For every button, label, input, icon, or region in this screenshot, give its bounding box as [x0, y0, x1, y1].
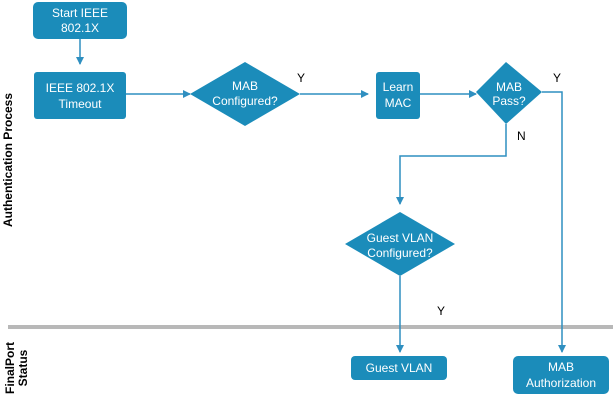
edge-label-mab-configured-yes: Y	[297, 71, 305, 85]
edge-label-guest-vlan-yes: Y	[437, 304, 445, 318]
svg-text:MAB: MAB	[232, 79, 258, 93]
svg-text:MAC: MAC	[385, 96, 412, 110]
edge-mab-pass-yes-to-authorization	[542, 91, 566, 353]
svg-text:Timeout: Timeout	[59, 97, 103, 111]
edge-label-mab-pass-yes: Y	[553, 71, 561, 85]
mab-authorization-node: MAB Authorization	[513, 356, 609, 394]
svg-text:Authorization: Authorization	[526, 376, 596, 390]
guest-vlan-configured-decision: Guest VLAN Configured?	[345, 212, 455, 276]
svg-text:Guest VLAN: Guest VLAN	[366, 361, 433, 375]
timeout-node: IEEE 802.1X Timeout	[34, 72, 126, 119]
edge-label-mab-pass-no: N	[517, 129, 526, 143]
svg-text:Learn: Learn	[383, 80, 414, 94]
svg-text:MAB: MAB	[496, 80, 522, 94]
svg-text:MAB: MAB	[548, 360, 574, 374]
svg-text:Configured?: Configured?	[367, 246, 433, 260]
start-node: Start IEEE 802.1X	[33, 2, 127, 39]
learn-mac-node: Learn MAC	[376, 72, 420, 119]
guest-vlan-node: Guest VLAN	[351, 356, 447, 380]
lane-divider	[8, 325, 613, 329]
mab-pass-decision: MAB Pass?	[476, 62, 542, 124]
svg-text:Pass?: Pass?	[492, 94, 526, 108]
svg-text:IEEE 802.1X: IEEE 802.1X	[46, 81, 115, 95]
lane-label-authentication: Authentication Process	[1, 93, 15, 227]
mab-configured-decision: MAB Configured?	[190, 62, 300, 126]
edge-mab-pass-no-to-guest-vlan-configured	[396, 124, 507, 205]
svg-text:802.1X: 802.1X	[61, 21, 99, 35]
svg-text:Guest VLAN: Guest VLAN	[367, 231, 434, 245]
lane-label-final-port: FinalPort	[3, 342, 17, 394]
svg-text:Start IEEE: Start IEEE	[52, 6, 108, 20]
lane-label-status: Status	[16, 349, 30, 386]
svg-text:Configured?: Configured?	[212, 94, 278, 108]
